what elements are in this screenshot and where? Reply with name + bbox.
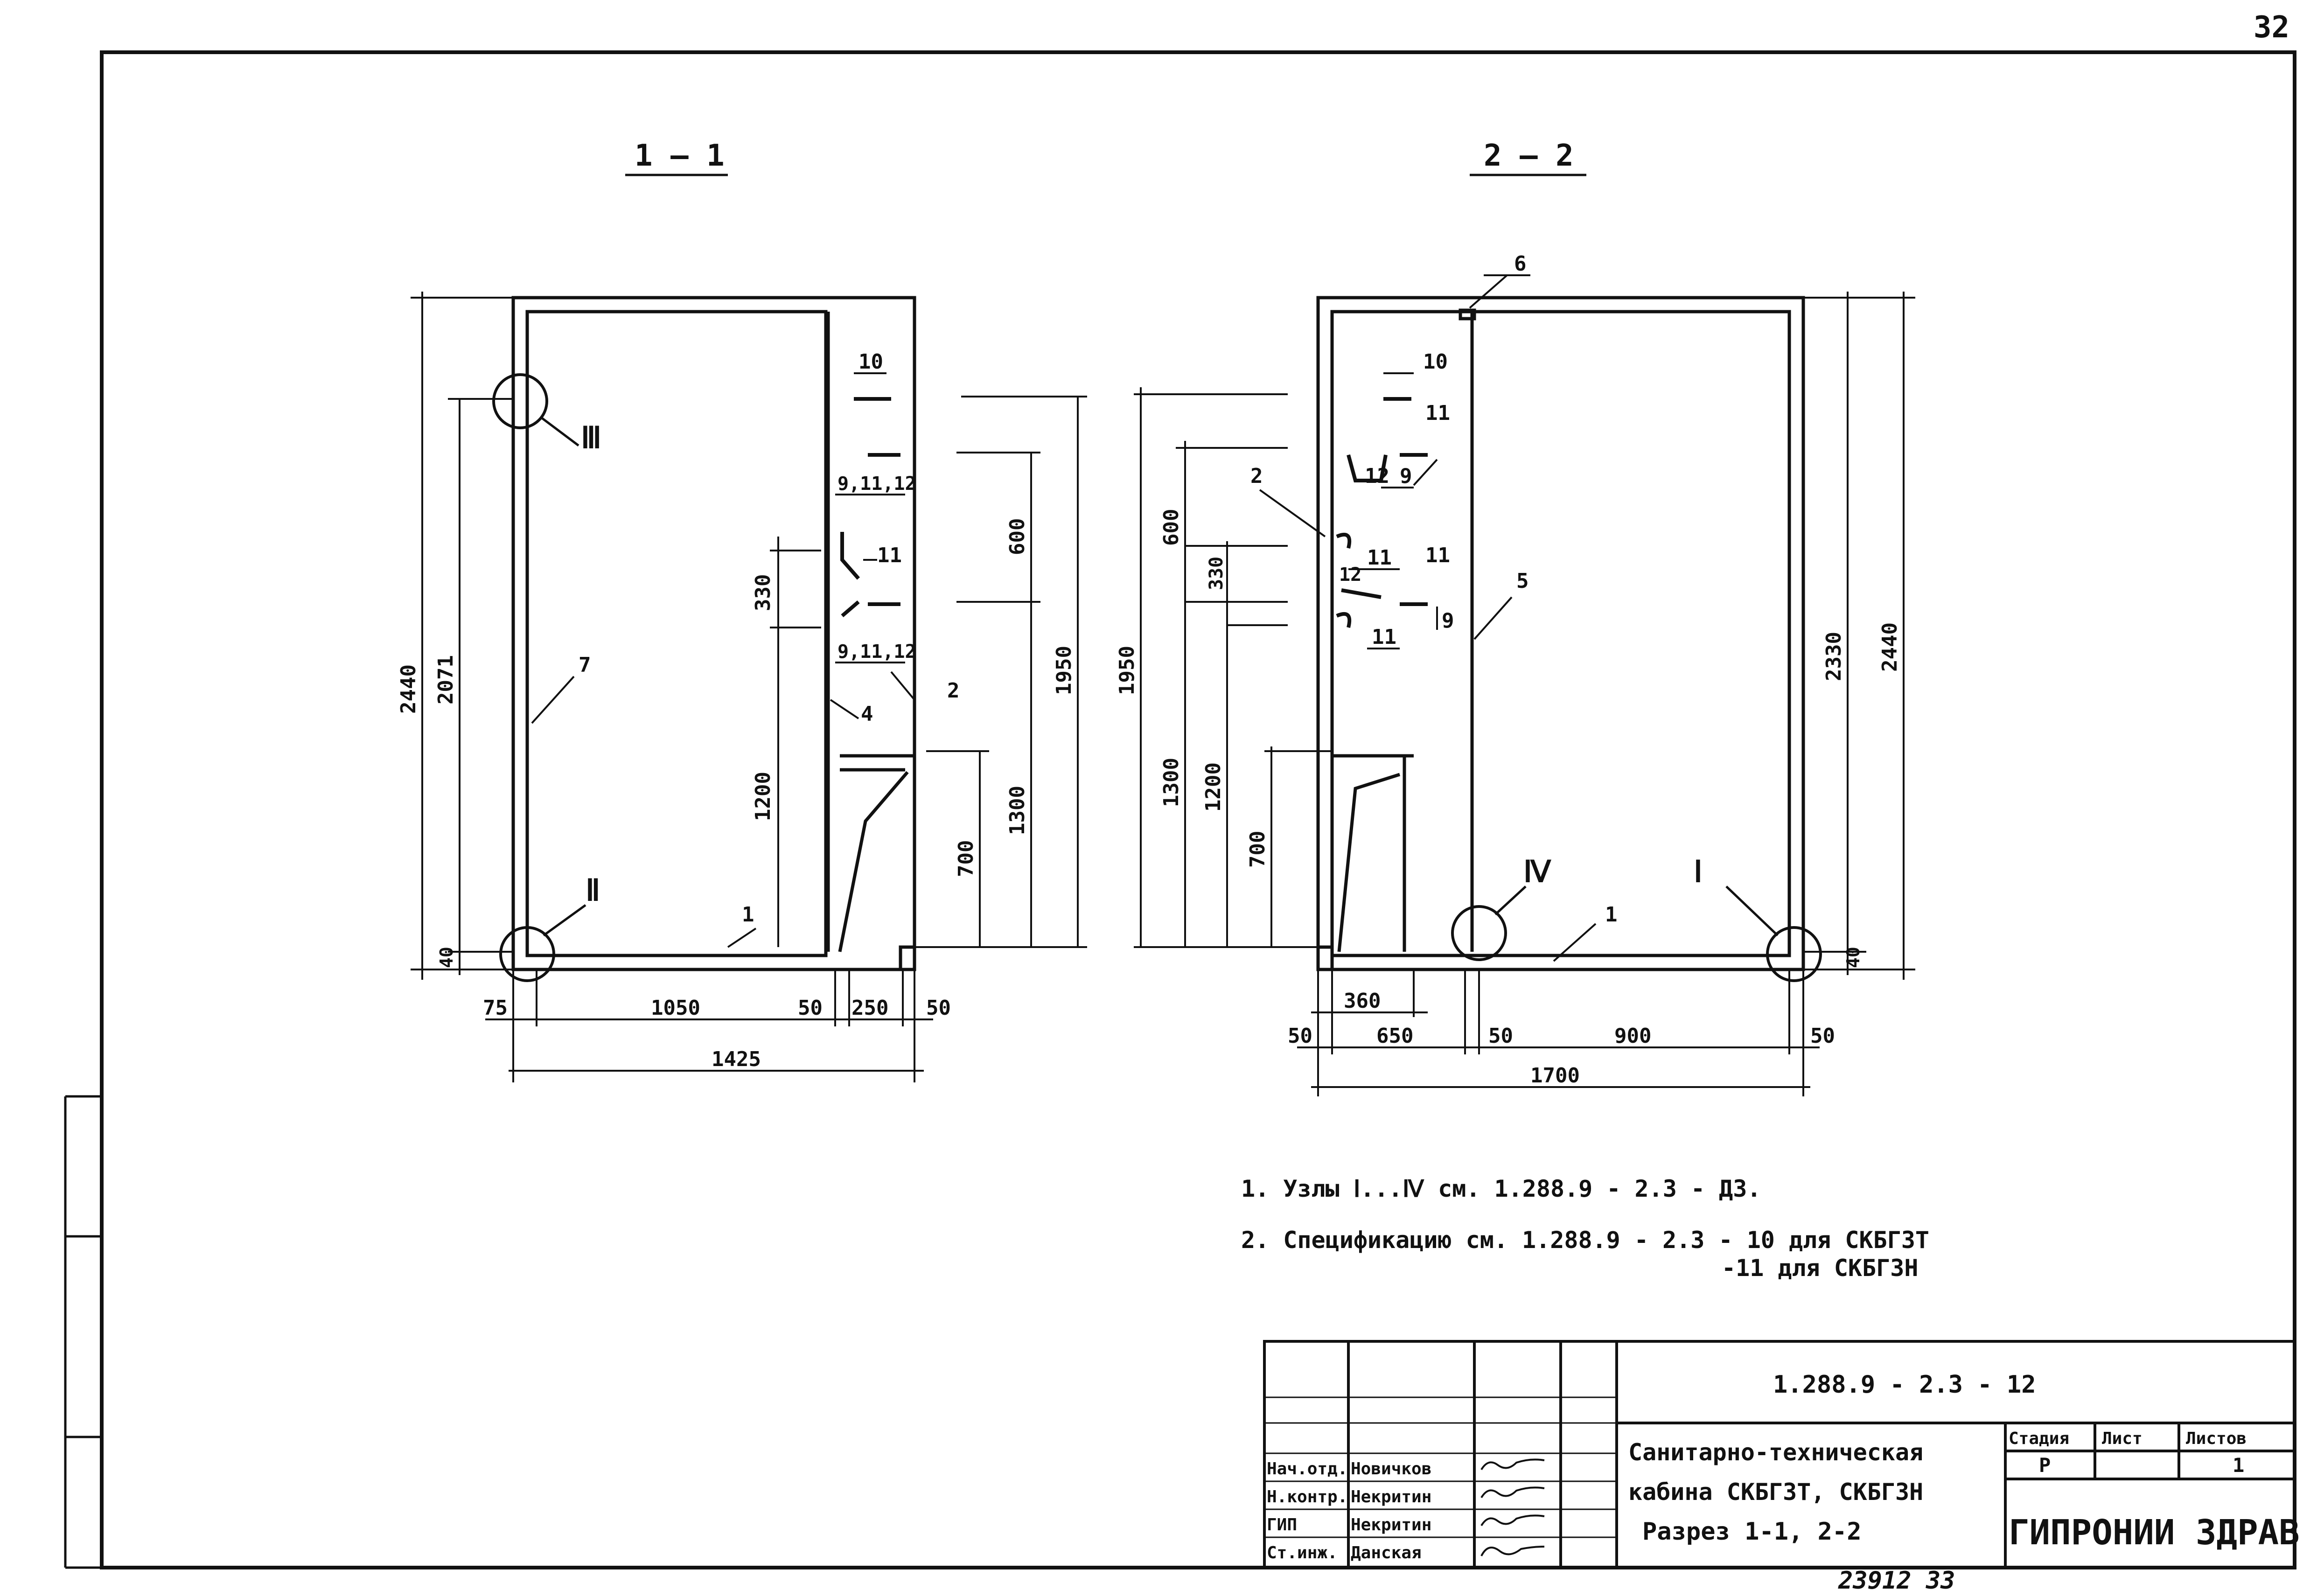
dim-1700: 1700: [1530, 1064, 1580, 1088]
tb-name-line3: Разрез 1-1, 2-2: [1642, 1518, 1862, 1546]
dim-50-e: 50: [1810, 1024, 1835, 1048]
section-1-1-title: 1 — 1: [635, 139, 725, 173]
node-label-IV: Ⅳ: [1523, 855, 1551, 889]
tb-sheets-value: 1: [2233, 1454, 2244, 1477]
dim-2440-1-1: 2440: [397, 664, 420, 714]
sheet-frame: [100, 50, 2296, 1569]
callout-10-2-2: 10: [1423, 350, 1448, 374]
tb-sheet-header: Лист: [2102, 1429, 2143, 1448]
node-label-II: Ⅱ: [586, 873, 600, 908]
note-1: 1. Узлы Ⅰ...Ⅳ см. 1.288.9 - 2.3 - Д3.: [1241, 1175, 1761, 1202]
callout-1-1-1: 1: [742, 903, 754, 927]
section-2-2: 2 — 2 Ⅳ Ⅰ: [1115, 139, 1915, 1096]
dim-50-a: 50: [798, 996, 823, 1020]
title-block: Нач.отд. Н.контр. ГИП Ст.инж. Новичков Н…: [1263, 1340, 2300, 1569]
tb-name-1: Некритин: [1351, 1487, 1431, 1506]
dim-75: 75: [483, 996, 508, 1020]
node-label-III: Ⅲ: [581, 421, 601, 455]
dim-1950-2-2: 1950: [1115, 646, 1139, 695]
dim-600-1-1: 600: [1005, 518, 1029, 555]
sheet-number: 32: [2254, 10, 2289, 45]
dim-1200-2-2: 1200: [1201, 762, 1225, 812]
callout-11-1-1: 11: [877, 544, 902, 567]
callout-4-1-1: 4: [861, 702, 873, 726]
dim-700-2-2: 700: [1246, 831, 1270, 868]
node-label-I: Ⅰ: [1694, 855, 1703, 889]
dim-700-1-1: 700: [954, 840, 978, 877]
dim-650: 650: [1376, 1024, 1413, 1048]
callout-12-b-2-2: 12: [1339, 564, 1361, 586]
callout-10-1-1: 10: [858, 350, 883, 374]
dim-50-d: 50: [1488, 1024, 1513, 1048]
callout-1-2-2: 1: [1605, 903, 1618, 927]
dim-50-c: 50: [1288, 1024, 1312, 1048]
dim-1950-1-1: 1950: [1052, 646, 1076, 695]
fixtures-2-2: [1336, 397, 1428, 628]
dimension-lines-1-1: [411, 292, 1087, 1082]
dim-1300-1-1: 1300: [1005, 786, 1029, 835]
dim-2071-1-1: 2071: [434, 655, 458, 704]
tb-name-line2: кабина СКБГЗТ, СКБГЗН: [1628, 1478, 1923, 1506]
section-2-2-title: 2 — 2: [1484, 139, 1574, 173]
dim-1200-1-1: 1200: [751, 772, 775, 821]
dim-1050: 1050: [651, 996, 700, 1020]
dim-900: 900: [1614, 1024, 1651, 1048]
callout-2-2-2: 2: [1250, 464, 1263, 488]
callout-11-b-2-2: 11: [1367, 546, 1392, 570]
dim-330-2-2: 330: [1206, 557, 1227, 590]
dim-2330-2-2: 2330: [1822, 632, 1846, 681]
callout-12-a-2-2: 12: [1365, 464, 1389, 488]
note-2-cont: -11 для СКБГЗН: [1722, 1255, 1918, 1282]
cabin-walls-1-1: [511, 296, 916, 971]
callout-7-1-1: 7: [579, 653, 591, 677]
tb-sheets-header: Листов: [2186, 1429, 2247, 1448]
node-circle-IV: [1451, 905, 1507, 961]
callout-9-11-12-bottom: 9,11,12: [837, 641, 916, 662]
callout-11-a-2-2: 11: [1425, 401, 1450, 425]
tb-name-0: Новичков: [1351, 1459, 1431, 1478]
dim-2440-2-2: 2440: [1878, 622, 1902, 672]
callout-2-1-1: 2: [947, 679, 960, 703]
callout-9-a-2-2: 9: [1400, 464, 1412, 488]
tb-role-2: ГИП: [1267, 1515, 1297, 1534]
callout-6-2-2: 6: [1514, 252, 1527, 276]
tb-stage-header: Стадия: [2009, 1429, 2069, 1448]
dim-1425: 1425: [712, 1047, 761, 1071]
tb-role-3: Ст.инж.: [1267, 1543, 1338, 1562]
callout-9-b-2-2: 9: [1442, 609, 1454, 633]
dim-1300-2-2: 1300: [1159, 758, 1183, 807]
notes: 1. Узлы Ⅰ...Ⅳ см. 1.288.9 - 2.3 - Д3. 2.…: [1241, 1175, 1929, 1282]
tb-name-line1: Санитарно-техническая: [1628, 1439, 1923, 1466]
node-circle-III: [492, 373, 548, 429]
callout-11-c-2-2: 11: [1372, 625, 1396, 649]
fixtures-1-1: [840, 397, 900, 618]
callout-5-2-2: 5: [1516, 569, 1529, 593]
dim-600-2-2: 600: [1159, 509, 1183, 546]
tb-stage-value: Р: [2039, 1454, 2051, 1477]
left-stamp-strips: [64, 1095, 102, 1569]
dim-330-1-1: 330: [751, 574, 775, 611]
dim-50-b: 50: [926, 996, 951, 1020]
dim-360: 360: [1344, 989, 1381, 1013]
dim-40-2-2: 40: [1843, 947, 1863, 968]
bottom-stamp-number: 23912 33: [1838, 1567, 1955, 1590]
section-1-1: 1 — 1 Ⅲ Ⅱ: [397, 139, 1087, 1082]
tb-name-2: Некритин: [1351, 1515, 1431, 1534]
cabin-walls-2-2: [1316, 296, 1805, 971]
tb-name-3: Данская: [1351, 1543, 1422, 1562]
dim-40-1-1: 40: [436, 947, 457, 968]
callout-11-d-2-2: 11: [1425, 544, 1450, 567]
dimension-lines-2-2: [1134, 292, 1915, 1096]
node-circle-II: [499, 926, 555, 982]
tb-organization: ГИПРОНИИ ЗДРАВ: [2009, 1513, 2300, 1553]
dim-250: 250: [851, 996, 888, 1020]
tb-role-0: Нач.отд.: [1267, 1459, 1347, 1478]
tb-code: 1.288.9 - 2.3 - 12: [1773, 1371, 2036, 1399]
callout-9-11-12-top: 9,11,12: [837, 473, 916, 495]
note-2: 2. Спецификацию см. 1.288.9 - 2.3 - 10 д…: [1241, 1227, 1929, 1254]
node-circle-I: [1766, 926, 1822, 982]
signatures: [1480, 1458, 1545, 1556]
tb-role-1: Н.контр.: [1267, 1487, 1347, 1506]
